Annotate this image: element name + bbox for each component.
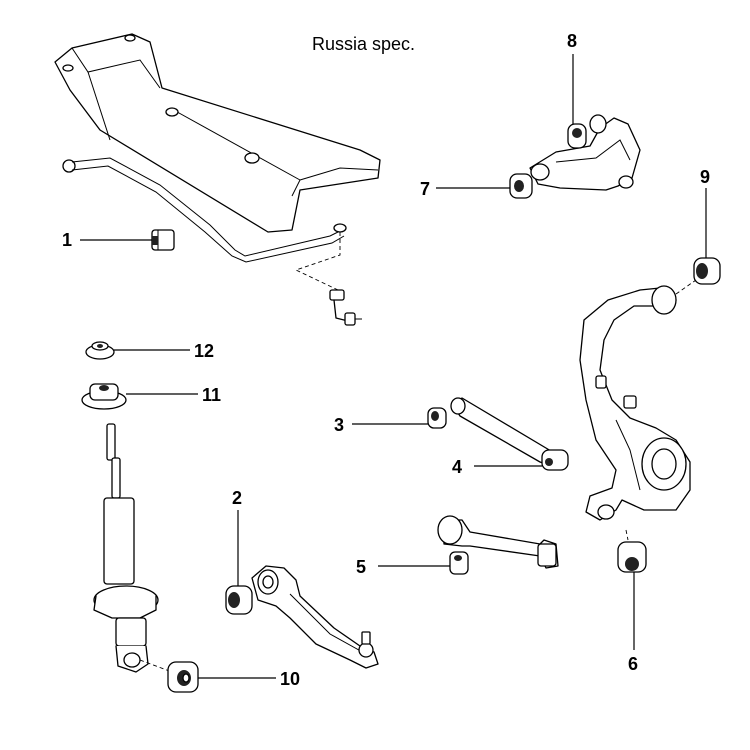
part-10-shock-lower-bushing bbox=[167, 661, 199, 693]
part-3-link-bushing bbox=[427, 407, 447, 429]
rear-subframe bbox=[54, 33, 381, 233]
upper-control-arm bbox=[529, 114, 641, 191]
callout-1: 1 bbox=[62, 230, 72, 250]
part-6-knuckle-bushing bbox=[617, 541, 647, 573]
callout-6: 6 bbox=[628, 654, 638, 674]
callout-3: 3 bbox=[334, 415, 344, 435]
callout-2: 2 bbox=[232, 488, 242, 508]
part-12-top-mount-washer bbox=[85, 341, 115, 360]
callout-11: 11 bbox=[202, 385, 221, 405]
lower-arm bbox=[251, 565, 379, 669]
callout-12: 12 bbox=[194, 341, 214, 361]
part-7-upper-arm-bushing bbox=[509, 173, 533, 199]
callout-5: 5 bbox=[356, 557, 366, 577]
callout-7: 7 bbox=[420, 179, 430, 199]
stabilizer-link bbox=[329, 289, 362, 326]
part-2-arm-bushing bbox=[225, 585, 253, 615]
stabilizer-bar bbox=[62, 157, 362, 326]
callout-9: 9 bbox=[700, 167, 710, 187]
knuckle bbox=[579, 279, 697, 541]
trailing-link bbox=[437, 515, 559, 569]
part-1-stabilizer-bushing bbox=[151, 229, 175, 251]
part-9-knuckle-bushing bbox=[693, 257, 721, 285]
part-11-top-mount-bushing bbox=[81, 383, 127, 410]
callout-4: 4 bbox=[452, 457, 462, 477]
shock-absorber bbox=[93, 423, 173, 673]
part-4-link-bushing bbox=[541, 449, 569, 471]
callout-10: 10 bbox=[280, 669, 300, 689]
spec-note: Russia spec. bbox=[312, 34, 415, 54]
callout-8: 8 bbox=[567, 31, 577, 51]
part-8-upper-arm-bushing bbox=[567, 123, 587, 149]
part-5-link-bushing bbox=[449, 551, 469, 575]
lateral-link bbox=[450, 397, 557, 467]
